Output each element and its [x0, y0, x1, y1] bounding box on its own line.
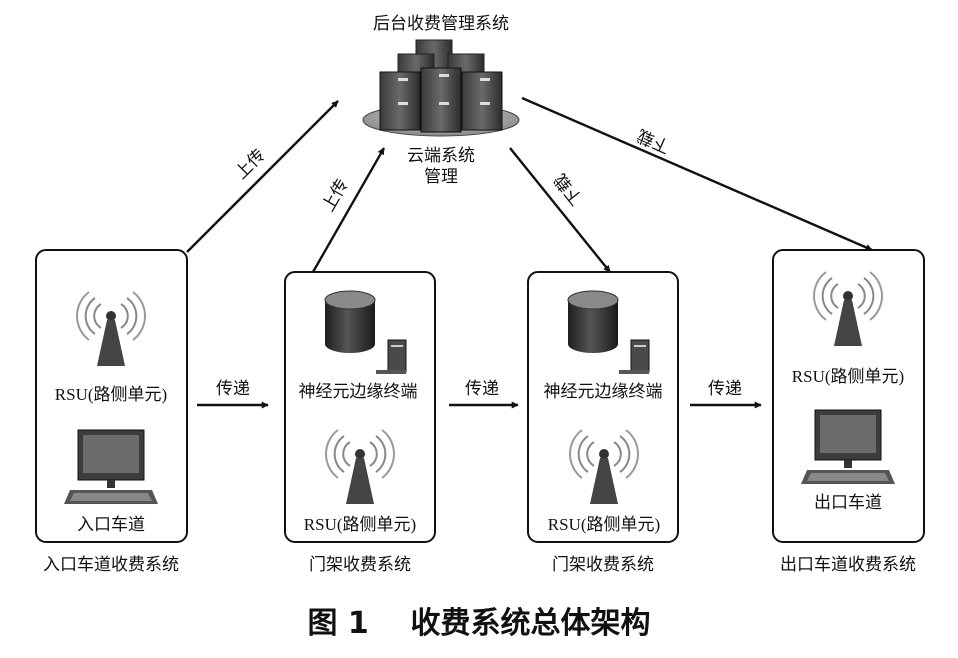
edge-label-entry-to-cloud: 上传	[231, 145, 269, 183]
gantry2-edge-label: 神经元边缘终端	[544, 382, 663, 402]
entry-terminal-computer-icon	[64, 429, 158, 504]
edge-label-entry-to-gantry1: 传递	[216, 379, 250, 399]
exit-rsu-label: RSU(路侧单元)	[792, 367, 904, 386]
figure-caption: 图 1 收费系统总体架构	[307, 606, 650, 641]
server-cluster-icon	[362, 39, 520, 137]
edge-entry-to-cloud	[186, 100, 339, 253]
edge-label-gantry1-to-gantry2: 传递	[465, 379, 499, 399]
gantry1-rsu-antenna-icon	[325, 429, 395, 504]
gantry1-edge-label: 神经元边缘终端	[299, 382, 418, 402]
entry-terminal-label: 入口车道	[77, 515, 145, 535]
cloud-label-line1: 云端系统	[407, 146, 475, 166]
gantry1-rsu-label: RSU(路侧单元)	[304, 515, 416, 534]
gantry1-system-caption: 门架收费系统	[309, 555, 411, 575]
gantry2-rsu-label: RSU(路侧单元)	[548, 515, 660, 534]
gantry1-edge-terminal-icon	[376, 339, 407, 374]
edge-cloud-to-gantry2	[509, 147, 611, 273]
gantry2-database-icon	[567, 290, 619, 353]
edge-cloud-to-exit	[521, 96, 873, 252]
edge-label-cloud-to-exit: 下载	[634, 125, 673, 157]
edge-label-cloud-to-gantry2: 下载	[551, 170, 588, 209]
entry-system-caption: 入口车道收费系统	[43, 555, 179, 575]
entry-rsu-antenna-icon	[76, 291, 146, 366]
exit-terminal-computer-icon	[801, 409, 895, 484]
cloud-title: 后台收费管理系统	[373, 14, 509, 34]
gantry2-edge-terminal-icon	[619, 339, 650, 374]
entry-system-box	[35, 249, 188, 543]
edge-gantry1-to-cloud	[311, 147, 386, 273]
exit-system-caption: 出口车道收费系统	[780, 555, 916, 575]
entry-rsu-label: RSU(路侧单元)	[55, 385, 167, 404]
cloud-label-line2: 管理	[424, 167, 458, 187]
gantry2-system-caption: 门架收费系统	[552, 555, 654, 575]
gantry1-database-icon	[324, 290, 376, 353]
exit-system-box	[772, 249, 925, 543]
exit-rsu-antenna-icon	[813, 271, 883, 346]
exit-terminal-label: 出口车道	[814, 493, 882, 513]
gantry2-rsu-antenna-icon	[569, 429, 639, 504]
edge-label-gantry2-to-exit: 传递	[708, 379, 742, 399]
